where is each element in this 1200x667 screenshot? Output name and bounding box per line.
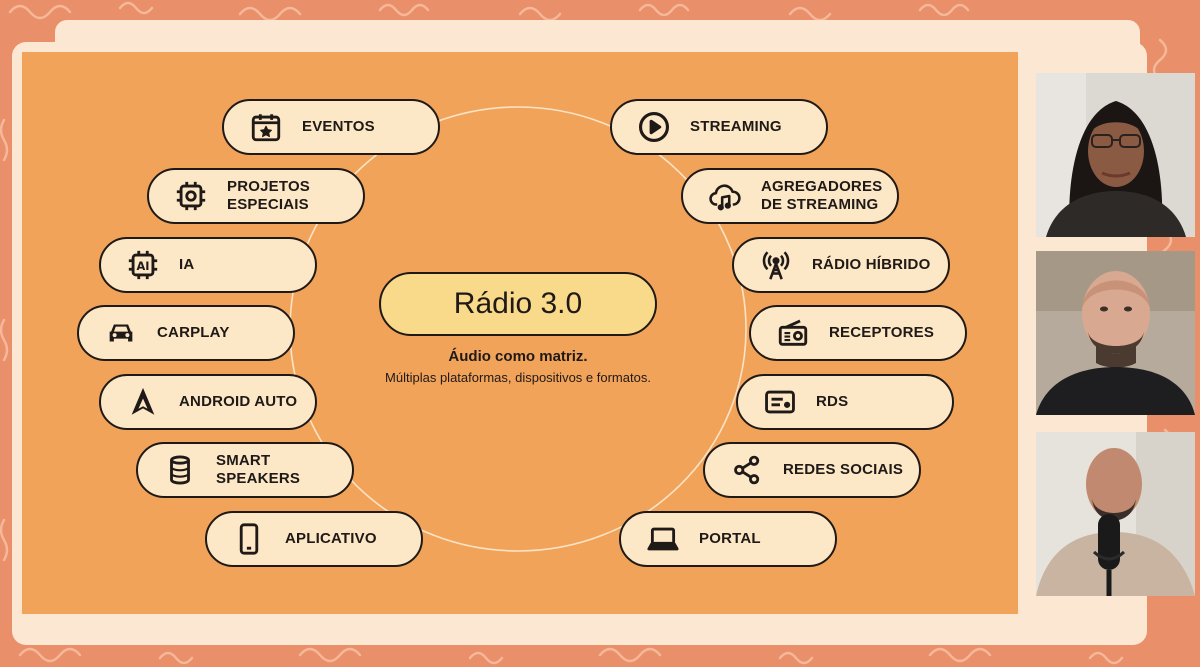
rds-display-icon	[762, 384, 798, 420]
smartphone-icon	[231, 521, 267, 557]
item-android-auto[interactable]: ANDROID AUTO	[99, 374, 317, 430]
item-radio-hibrido[interactable]: RÁDIO HÍBRIDO	[732, 237, 950, 293]
item-label: PROJETOS ESPECIAIS	[227, 178, 311, 213]
item-ia[interactable]: AI IA	[99, 237, 317, 293]
item-eventos[interactable]: EVENTOS	[222, 99, 440, 155]
slide: EVENTOS PROJETOS ESPECIAIS AI IA CARPLAY…	[22, 52, 1018, 614]
item-label: EVENTOS	[302, 118, 375, 135]
item-label: ANDROID AUTO	[179, 393, 298, 410]
item-receptores[interactable]: RECEPTORES	[749, 305, 967, 361]
item-aplicativo[interactable]: APLICATIVO	[205, 511, 423, 567]
laptop-icon	[645, 521, 681, 557]
smart-speaker-icon	[162, 452, 198, 488]
slide-description: Múltiplas plataformas, dispositivos e fo…	[385, 370, 651, 385]
participant-avatar	[1036, 251, 1195, 415]
item-label: REDES SOCIAIS	[783, 461, 904, 478]
item-label: CARPLAY	[157, 324, 230, 341]
item-projetos-especiais[interactable]: PROJETOS ESPECIAIS	[147, 168, 365, 224]
video-tile-participant-3[interactable]	[1036, 432, 1195, 596]
video-tile-participant-2[interactable]	[1036, 251, 1195, 415]
item-label: RÁDIO HÍBRIDO	[812, 256, 931, 273]
slide-title: Rádio 3.0	[379, 272, 657, 336]
item-label: STREAMING	[690, 118, 782, 135]
item-label: RDS	[816, 393, 849, 410]
item-streaming[interactable]: STREAMING	[610, 99, 828, 155]
car-icon	[103, 315, 139, 351]
item-label: IA	[179, 256, 195, 273]
item-label: APLICATIVO	[285, 530, 377, 547]
item-label: RECEPTORES	[829, 324, 935, 341]
item-label: AGREGADORES DE STREAMING	[761, 178, 883, 213]
item-rds[interactable]: RDS	[736, 374, 954, 430]
radio-tower-icon	[758, 247, 794, 283]
slide-subtitle: Áudio como matriz.	[448, 348, 588, 365]
item-label: SMART SPEAKERS	[216, 452, 301, 487]
radio-receiver-icon	[775, 315, 811, 351]
cloud-music-icon	[707, 178, 743, 214]
participant-avatar	[1036, 432, 1195, 596]
calendar-star-icon	[248, 109, 284, 145]
item-carplay[interactable]: CARPLAY	[77, 305, 295, 361]
item-label: PORTAL	[699, 530, 761, 547]
item-agregadores-de-streaming[interactable]: AGREGADORES DE STREAMING	[681, 168, 899, 224]
item-smart-speakers[interactable]: SMART SPEAKERS	[136, 442, 354, 498]
item-redes-sociais[interactable]: REDES SOCIAIS	[703, 442, 921, 498]
gear-chip-icon	[173, 178, 209, 214]
svg-text:AI: AI	[137, 259, 150, 273]
item-portal[interactable]: PORTAL	[619, 511, 837, 567]
participant-avatar	[1036, 73, 1195, 237]
ai-chip-icon: AI	[125, 247, 161, 283]
android-auto-icon	[125, 384, 161, 420]
share-icon	[729, 452, 765, 488]
play-circle-icon	[636, 109, 672, 145]
video-tile-participant-1[interactable]	[1036, 73, 1195, 237]
